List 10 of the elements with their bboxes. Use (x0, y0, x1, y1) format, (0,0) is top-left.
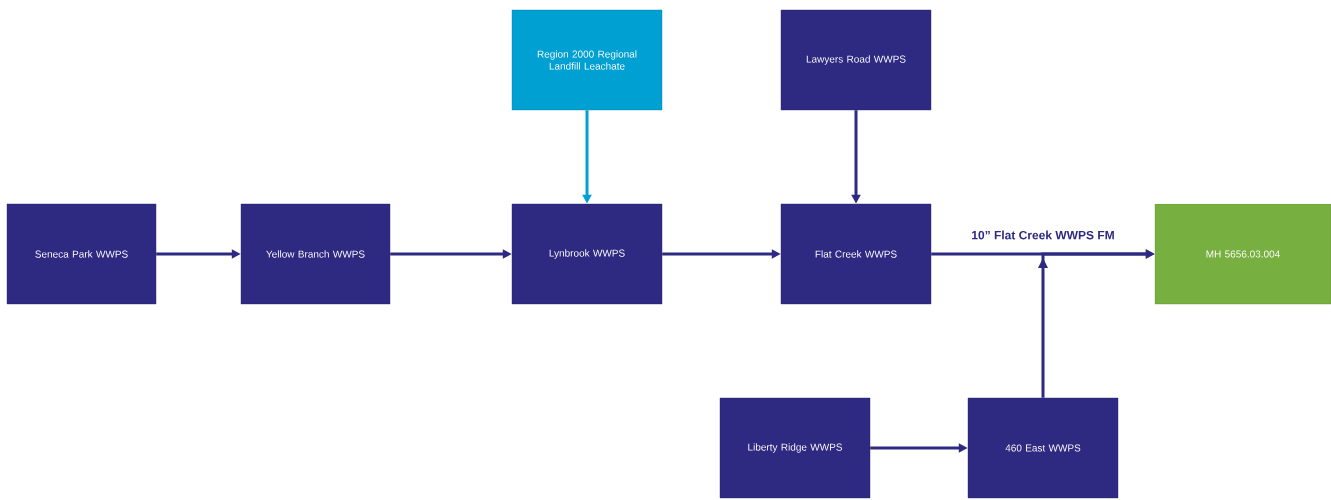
station-box: Lawyers Road WWPS (780, 9, 932, 111)
source-box: Region 2000 Regional Landfill Leachate (511, 9, 663, 111)
edge-label: 10” Flat Creek WWPS FM (970, 229, 1116, 241)
station-box: Yellow Branch WWPS (240, 203, 391, 305)
station-box: Flat Creek WWPS (780, 203, 932, 305)
station-box: 460 East WWPS (967, 397, 1119, 499)
station-box: Seneca Park WWPS (6, 203, 157, 305)
manhole-box: MH 5656.03.004 (1154, 203, 1331, 305)
station-box: Liberty Ridge WWPS (719, 397, 871, 499)
station-box: Lynbrook WWPS (511, 203, 663, 305)
